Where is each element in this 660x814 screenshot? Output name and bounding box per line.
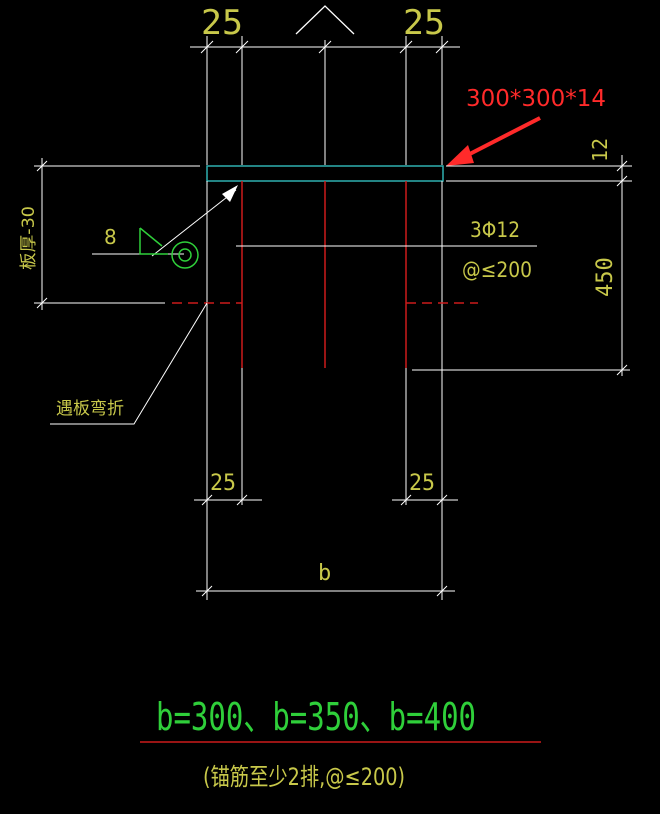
weld-all-around-circle-outer [171, 241, 199, 269]
anchor-length-dim: 450 [593, 257, 618, 297]
bottom-left-cover-dim: 25 [210, 471, 236, 496]
rebar-spacing: @≤200 [462, 258, 532, 282]
top-right-cover-dim: 25 [403, 3, 445, 43]
plate-size-arrowhead [446, 145, 474, 166]
top-dimension-lines [190, 36, 460, 165]
weld-all-around-circle-inner [178, 248, 192, 262]
weld-size: 8 [104, 225, 117, 249]
bend-note: 遇板弯折 [56, 399, 124, 419]
weld-leader-arrowhead [222, 185, 238, 202]
embedded-plate [206, 165, 444, 182]
width-dim-lines [196, 585, 455, 597]
anchor-length-dim-lines [412, 181, 630, 376]
fillet-weld-symbol-hyp [139, 227, 163, 247]
caption-sub: (锚筋至少2排,@≤200) [203, 763, 405, 791]
slab-thickness-dim-lines [34, 158, 200, 310]
plate-thickness-dim: 12 [588, 138, 612, 162]
weld-leader-arrow [151, 189, 237, 257]
bottom-right-cover-dim: 25 [409, 471, 435, 496]
slab-thickness-dim: 板厚-30 [19, 206, 39, 270]
center-break-chevron [295, 5, 355, 35]
anchor-bars [241, 181, 407, 368]
rebar-spec: 3Φ12 [470, 218, 520, 242]
bend-note-leader [50, 302, 208, 425]
width-dim: b [318, 561, 331, 586]
plate-size-label: 300*300*14 [466, 86, 606, 112]
bottom-cover-dim-lines [194, 494, 458, 506]
fillet-weld-symbol [139, 228, 168, 255]
plate-size-arrow-shaft [459, 116, 541, 161]
top-left-cover-dim: 25 [201, 3, 243, 43]
caption-main: b=300、b=350、b=400 [156, 695, 476, 739]
